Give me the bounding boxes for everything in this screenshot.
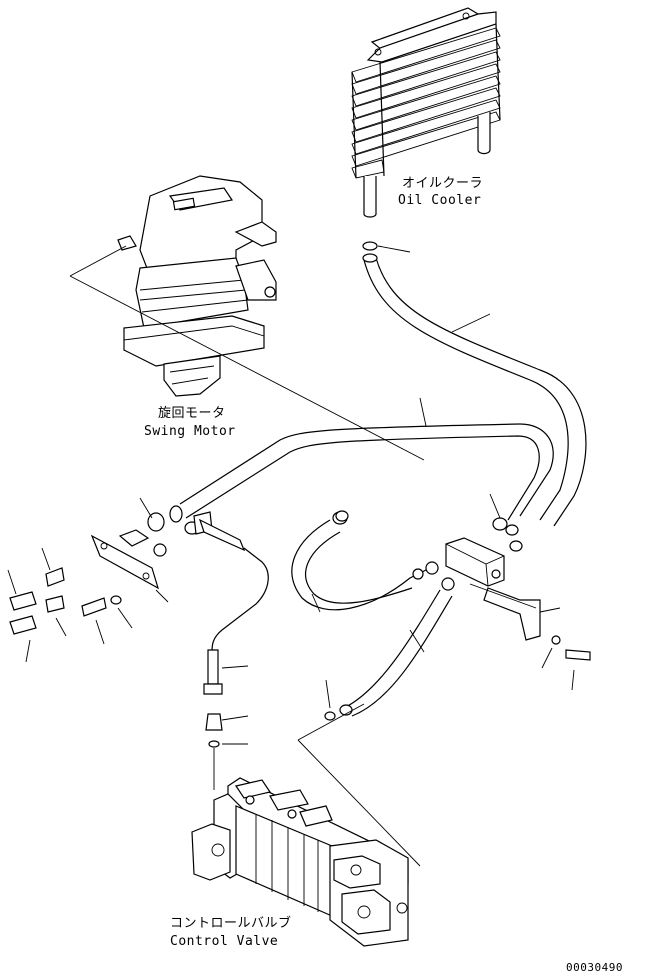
drawing-number: 00030490 bbox=[566, 961, 623, 974]
oil-cooler bbox=[351, 7, 501, 218]
swing-motor-pipe bbox=[139, 397, 554, 535]
swing-motor-label-en: Swing Motor bbox=[144, 424, 236, 439]
control-valve bbox=[191, 777, 409, 947]
sensor-line bbox=[198, 518, 269, 790]
control-valve-label-en: Control Valve bbox=[170, 934, 279, 949]
oil-cooler-label-en: Oil Cooler bbox=[398, 193, 482, 208]
oil-cooler-label-jp: オイルクーラ bbox=[402, 176, 484, 191]
control-valve-label-jp: コントロールバルブ bbox=[170, 916, 292, 931]
valve-block bbox=[335, 493, 591, 691]
oil-cooler-hose bbox=[362, 241, 587, 527]
swing-motor bbox=[69, 175, 425, 461]
swing-motor-label-jp: 旋回モータ bbox=[158, 406, 226, 421]
left-bracket-assembly bbox=[7, 529, 169, 663]
control-valve-pipe bbox=[291, 511, 453, 867]
